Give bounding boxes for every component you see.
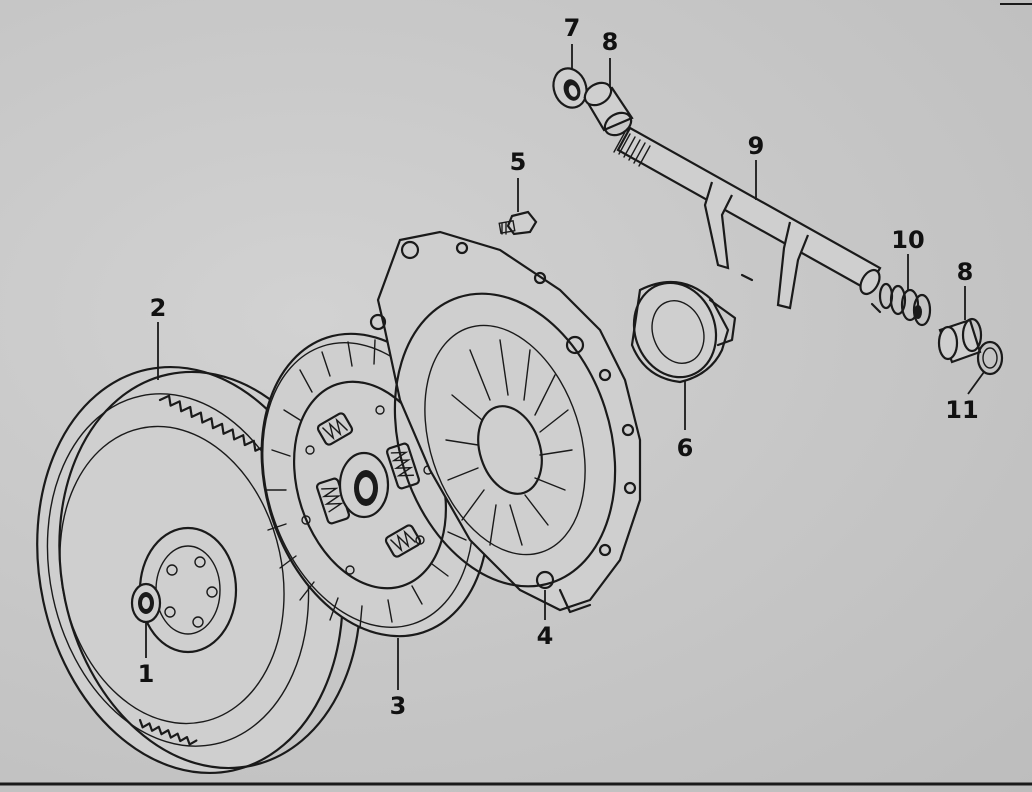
seal-part-7 xyxy=(552,67,588,109)
part-label-2: 2 xyxy=(149,294,167,322)
pilot-bearing-part-1 xyxy=(130,582,162,624)
bushing-part-8-lower xyxy=(937,317,983,364)
part-label-6: 6 xyxy=(676,434,694,462)
part-label-9: 9 xyxy=(747,132,765,160)
ring-gear-teeth xyxy=(138,394,268,746)
part-label-1: 1 xyxy=(137,660,155,688)
part-label-11: 11 xyxy=(945,396,979,424)
leader-line-11 xyxy=(967,371,985,395)
spring-part-10 xyxy=(870,282,932,327)
part-label-8-upper: 8 xyxy=(601,28,619,56)
circlip-part-11 xyxy=(976,340,1004,376)
release-bearing-part-6 xyxy=(630,280,737,384)
part-label-3: 3 xyxy=(389,692,407,720)
part-label-7: 7 xyxy=(563,14,581,42)
leader-lines xyxy=(145,44,985,690)
release-shaft-part-9 xyxy=(613,126,882,310)
bushing-part-8-upper xyxy=(583,81,634,137)
part-label-4: 4 xyxy=(536,622,554,650)
pressure-plate-part-4 xyxy=(369,230,642,614)
part-label-5: 5 xyxy=(509,148,527,176)
part-label-10: 10 xyxy=(891,226,925,254)
part-label-8-lower: 8 xyxy=(956,258,974,286)
bolt-part-5 xyxy=(498,210,538,236)
